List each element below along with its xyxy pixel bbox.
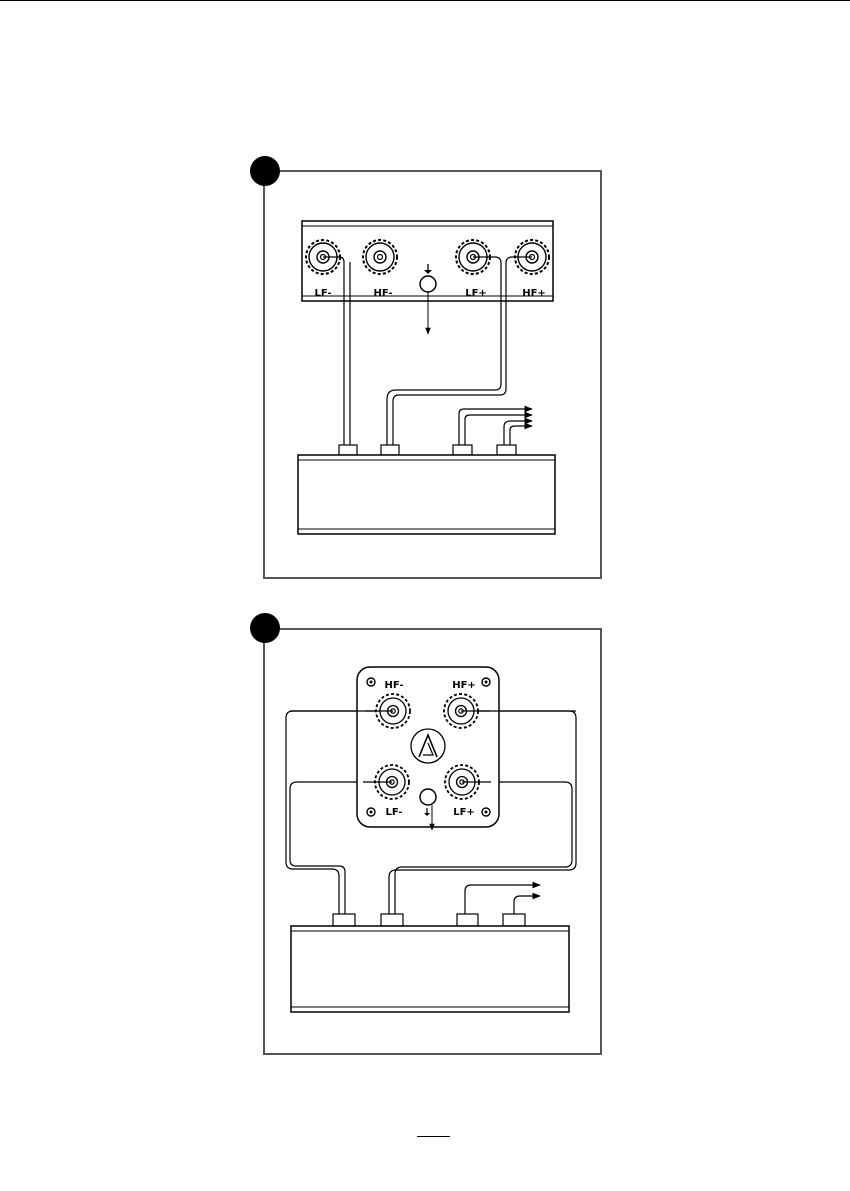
label-hf-plus: HF+ (522, 288, 546, 299)
output-cables (465, 885, 540, 917)
output-cables (459, 409, 532, 446)
ground-terminal (420, 276, 436, 334)
label-lf-minus: LF- (385, 807, 402, 818)
figure-2-number-badge (250, 613, 280, 643)
figure-1-number-badge (250, 156, 280, 186)
label-lf-plus: LF+ (465, 288, 487, 299)
label-lf-plus: LF+ (453, 807, 475, 818)
label-hf-plus: HF+ (452, 680, 476, 691)
figure-1: LF- HF- LF+ HF+ (250, 156, 601, 578)
label-hf-minus: HF- (373, 288, 392, 299)
amplifier-unit (291, 914, 569, 1012)
brand-logo-icon (411, 729, 445, 763)
label-lf-minus: LF- (314, 288, 331, 299)
page-number-rule (417, 1136, 450, 1137)
label-hf-minus: HF- (384, 680, 403, 691)
amplifier-unit (298, 445, 555, 534)
hf-minus-binding-post (363, 240, 397, 274)
figure-2: HF- HF+ LF- LF+ (250, 613, 601, 1054)
